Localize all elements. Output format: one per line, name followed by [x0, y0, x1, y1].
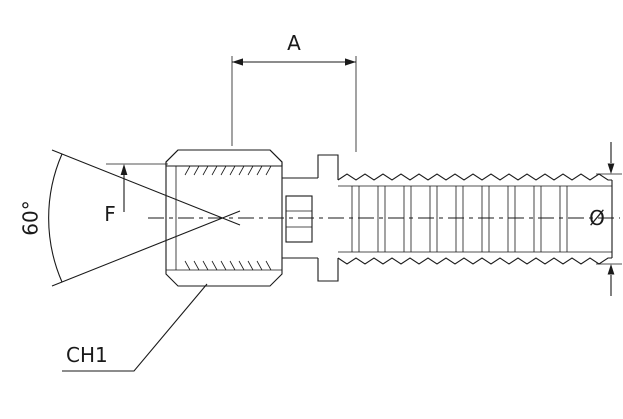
nipple-hex-flats: [286, 210, 312, 228]
hose-tail: [337, 173, 613, 265]
tail-core-lines: [338, 185, 612, 253]
nipple-collar: [282, 154, 339, 282]
ch1-leader-line: [62, 283, 208, 372]
dim-a-arrow-left: [232, 58, 243, 66]
dim-dia-arrow-down: [607, 163, 615, 174]
dimension-diameter: Ø: [589, 142, 622, 296]
cone-angle-arc: [48, 153, 63, 283]
stop-flange: [317, 154, 339, 282]
dim-dia-label: Ø: [589, 206, 605, 230]
hex-nut: [165, 149, 283, 287]
dim-a-label: A: [287, 31, 301, 55]
cone-seat-60deg: 60°: [19, 149, 241, 287]
tail-ribs: [351, 186, 568, 252]
nut-thread-ticks-bottom: [184, 260, 272, 271]
label-ch1: CH1: [62, 283, 208, 372]
dim-a-arrow-right: [345, 58, 356, 66]
collar-outer-lines: [282, 177, 318, 259]
nut-chamfer-lines: [166, 166, 282, 271]
dim-a-extension-lines: [231, 56, 357, 152]
dim-dia-arrow-up: [607, 264, 615, 275]
tail-serration-bottom: [337, 257, 612, 265]
dim-dia-extension-lines: [596, 173, 622, 265]
dimension-a: A: [231, 31, 357, 152]
nut-section-hatch: [165, 149, 283, 167]
nipple-hex: [285, 195, 313, 243]
tail-serration-top: [337, 173, 612, 181]
dimension-f: F: [104, 163, 168, 226]
angle-label: 60°: [19, 200, 43, 235]
dim-f-label: F: [104, 202, 116, 226]
ch1-label: CH1: [66, 343, 108, 367]
nut-thread-ticks-top: [184, 165, 272, 176]
cone-angle-lines: [51, 149, 241, 287]
dim-f-arrow-up: [120, 164, 128, 175]
